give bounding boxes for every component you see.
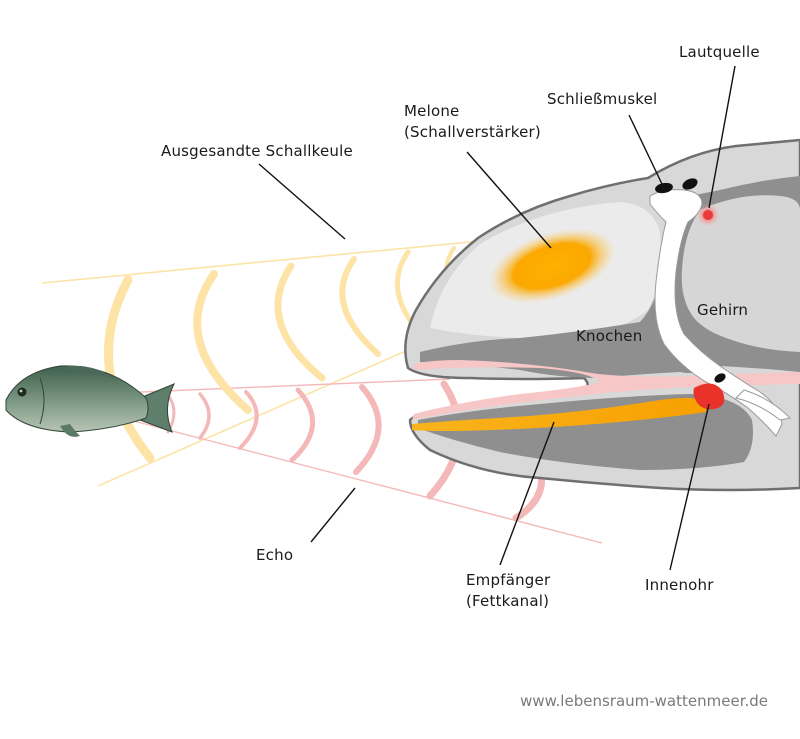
closing-muscle — [655, 182, 673, 194]
label-schallkeule: Ausgesandte Schallkeule — [161, 142, 353, 160]
leader-schliessmuskel — [628, 114, 663, 185]
echo-line-upper — [117, 378, 451, 394]
outgoing-wave — [274, 262, 326, 382]
leader-melone — [466, 151, 552, 249]
echo-line-lower — [129, 419, 603, 544]
label-empfaenger-sub: (Fettkanal) — [466, 592, 550, 610]
fat-channel — [412, 398, 706, 431]
label-lautquelle: Lautquelle — [679, 43, 760, 61]
fish-pelvic-fin — [60, 424, 80, 437]
dolphin-head — [404, 138, 800, 492]
outgoing-wave — [193, 270, 252, 414]
echo-wave — [198, 392, 211, 440]
mouth-lining — [412, 360, 800, 420]
inner-ear — [693, 383, 725, 410]
closing-muscle — [682, 178, 698, 190]
label-knochen: Knochen — [576, 327, 643, 345]
melon — [488, 228, 616, 304]
fish-tail — [139, 383, 176, 433]
echo-wave — [289, 387, 315, 463]
leader-empfaenger — [499, 421, 555, 566]
fish-eye — [17, 387, 27, 397]
outgoing-wave — [103, 275, 155, 463]
leader-schallkeule — [258, 163, 346, 240]
fish-dorsal-fin — [58, 365, 118, 380]
label-echo: Echo — [256, 546, 294, 564]
ear-bone — [714, 373, 726, 383]
label-leader-lines — [258, 65, 736, 571]
echo-wave — [238, 390, 259, 450]
label-melone-sub: (Schallverstärker) — [404, 123, 541, 141]
sound-source — [703, 210, 713, 220]
label-schliessmuskel: Schließmuskel — [547, 90, 658, 108]
label-melone: Melone — [404, 102, 460, 120]
echo-wave — [353, 384, 382, 475]
nasal-side-passage — [735, 389, 792, 421]
label-innenohr: Innenohr — [645, 576, 714, 594]
echo-beam — [117, 378, 603, 544]
label-gehirn: Gehirn — [697, 301, 749, 319]
source-credit: www.lebensraum-wattenmeer.de — [520, 692, 768, 710]
label-empfaenger: Empfänger — [466, 571, 551, 589]
leader-echo — [310, 487, 356, 543]
fish — [5, 365, 176, 437]
brain-cavity — [681, 195, 800, 352]
leader-lautquelle — [708, 65, 736, 209]
outgoing-sound-waves — [103, 246, 462, 463]
leader-innenohr — [669, 403, 710, 571]
fish-body — [5, 365, 149, 433]
outgoing-wave — [339, 256, 381, 357]
